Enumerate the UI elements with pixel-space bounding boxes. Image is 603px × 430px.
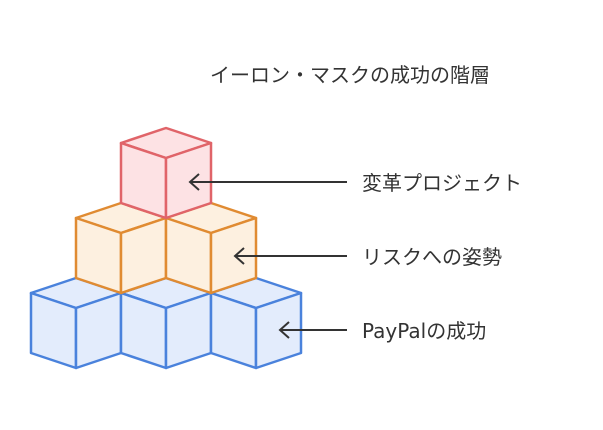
tier-label-top: 変革プロジェクト: [362, 171, 522, 195]
tier-label-bottom: PayPalの成功: [362, 319, 486, 343]
cube-middle-1: [74, 201, 168, 295]
arrow-middle: [233, 247, 347, 265]
arrow-bottom: [278, 321, 347, 339]
tier-label-middle: リスクへの姿勢: [362, 245, 502, 269]
arrow-middle-head: [233, 247, 245, 265]
cube-top-right-face: [164, 141, 213, 220]
cube-stack: [29, 126, 303, 370]
arrow-top: [188, 173, 347, 191]
cube-middle-2-right-face: [209, 216, 258, 295]
arrow-top-head: [188, 173, 200, 191]
diagram-title: イーロン・マスクの成功の階層: [210, 63, 490, 87]
arrow-bottom-head: [278, 321, 290, 339]
cube-bottom-1: [29, 276, 123, 370]
cube-bottom-3-right-face: [254, 291, 303, 370]
arrow-group: [188, 173, 347, 339]
cube-bottom-2: [119, 276, 213, 370]
cube-top: [119, 126, 213, 220]
